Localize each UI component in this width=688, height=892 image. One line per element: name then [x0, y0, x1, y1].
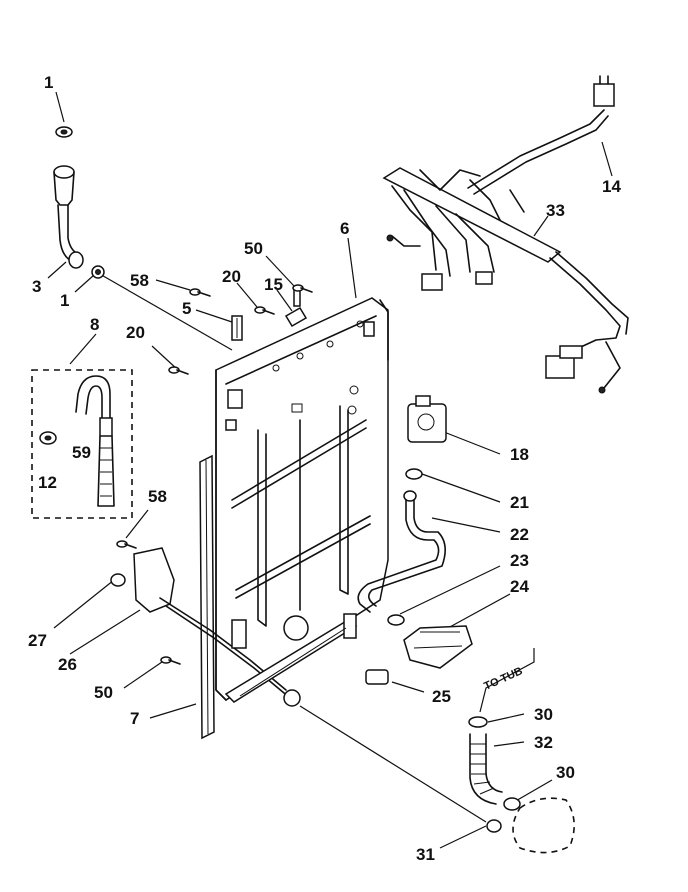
callout-27: 27 — [28, 631, 47, 650]
callout-32: 32 — [534, 733, 553, 752]
callout-14: 14 — [602, 177, 621, 196]
screw-58-pump — [116, 540, 137, 549]
bracket — [231, 315, 243, 341]
callout-5: 5 — [182, 299, 191, 318]
callout-3: 3 — [32, 277, 41, 296]
callout-50b: 50 — [94, 683, 113, 702]
clip — [284, 289, 308, 328]
side-brace — [199, 454, 215, 740]
callout-58b: 58 — [148, 487, 167, 506]
hose-retainer — [387, 614, 405, 626]
callout-22: 22 — [510, 525, 529, 544]
hose-clamp-30-top — [468, 716, 488, 728]
callout-18: 18 — [510, 445, 529, 464]
callout-1a: 1 — [44, 73, 53, 92]
tub-outlet — [512, 797, 575, 854]
inlet-washer-top — [55, 126, 73, 138]
hose-clamp-31 — [486, 819, 502, 833]
leader-lines — [47, 91, 613, 849]
callout-23: 23 — [510, 551, 529, 570]
callout-7: 7 — [130, 709, 139, 728]
inlet-washer-bottom — [91, 265, 105, 279]
power-cord — [467, 75, 615, 195]
callout-58a: 58 — [130, 271, 149, 290]
lower-rail — [224, 613, 358, 703]
callout-31: 31 — [416, 845, 435, 864]
callout-50a: 50 — [244, 239, 263, 258]
pressure-switch — [407, 395, 447, 443]
wiring-harness — [382, 167, 629, 394]
callout-24: 24 — [510, 577, 529, 596]
callout-30a: 30 — [534, 705, 553, 724]
callout-8: 8 — [90, 315, 99, 334]
screw-20-top — [254, 306, 275, 315]
callout-30b: 30 — [556, 763, 575, 782]
hose-clamp — [405, 468, 423, 480]
inlet-hose — [53, 165, 84, 269]
hose-clamp-30-bottom — [503, 797, 521, 811]
to-tub-label: TO TUB — [482, 665, 524, 693]
callout-12: 12 — [38, 473, 57, 492]
pressure-hose — [357, 490, 446, 613]
retainer-clip — [365, 669, 389, 685]
callout-25: 25 — [432, 687, 451, 706]
screw-50-top — [292, 284, 313, 293]
callout-6: 6 — [340, 219, 349, 238]
callout-1b: 1 — [60, 291, 69, 310]
screw-58-top — [189, 288, 211, 297]
callout-15: 15 — [264, 275, 283, 294]
callout-21: 21 — [510, 493, 529, 512]
callout-33: 33 — [546, 201, 565, 220]
screw-50-bottom — [160, 656, 181, 665]
screw-20-left — [168, 366, 189, 375]
drain-hose-kit — [31, 369, 133, 519]
callout-20a: 20 — [222, 267, 241, 286]
back-panel — [215, 297, 389, 701]
callout-59: 59 — [72, 443, 91, 462]
drain-hose-corrugated — [469, 733, 503, 805]
callout-20b: 20 — [126, 323, 145, 342]
callout-26: 26 — [58, 655, 77, 674]
air-dome — [403, 625, 473, 669]
